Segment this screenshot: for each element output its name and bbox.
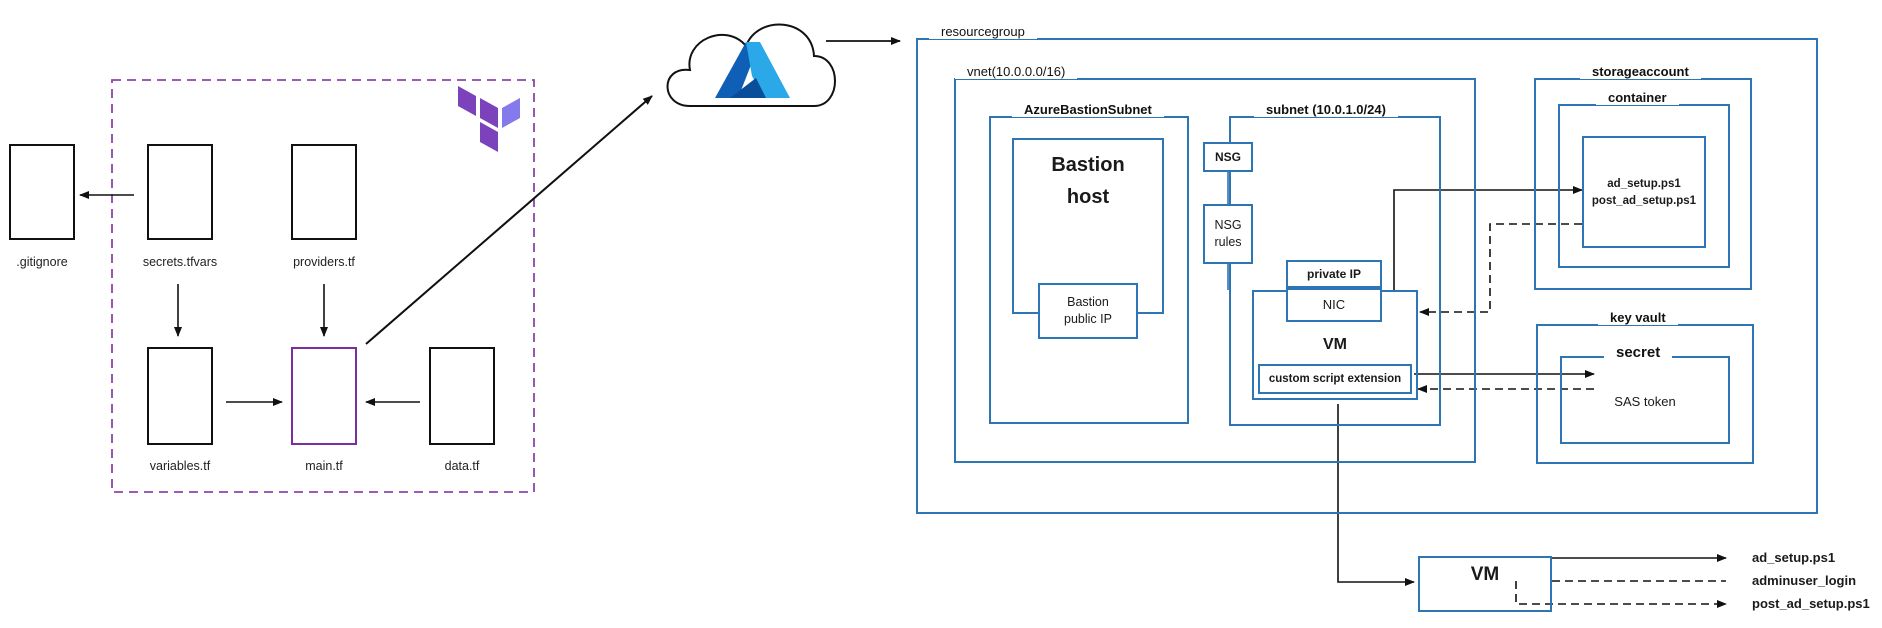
vnet-label: vnet(10.0.0.0/16) (955, 64, 1078, 79)
output-post-ad-setup: post_ad_setup.ps1 (1752, 596, 1870, 611)
bastion-ip-label-1: Bastion (1067, 294, 1109, 309)
container-box (1558, 104, 1730, 268)
secrets-file-icon (147, 144, 213, 240)
secret-label: secret (1604, 344, 1673, 361)
bastion-ip-label-2: public IP (1064, 312, 1112, 326)
bastion-host-label-2: host (1066, 186, 1110, 208)
output-ad-setup: ad_setup.ps1 (1752, 550, 1836, 565)
variables-label: variables.tf (149, 459, 211, 473)
custom-script-extension-box: custom script extension (1258, 364, 1412, 394)
arrow-main-to-azure (365, 95, 653, 345)
resourcegroup-box (916, 38, 1818, 514)
data-label: data.tf (444, 459, 480, 473)
storageaccount-label: storageaccount (1580, 64, 1701, 79)
arrow-nic-to-scripts (1393, 186, 1583, 290)
private-ip-label: private IP (1306, 266, 1362, 281)
nsg-rules-label-1: NSG (1214, 217, 1242, 232)
providers-file-icon (291, 144, 357, 240)
nsg-rules-label-2: rules (1214, 235, 1242, 249)
vm-output-box (1418, 556, 1552, 612)
resourcegroup-label: resourcegroup (929, 24, 1037, 39)
arrow-cse-to-vm (1337, 404, 1415, 586)
secrets-label: secrets.tfvars (142, 255, 218, 269)
terraform-project-boundary (111, 79, 535, 493)
gitignore-label: .gitignore (16, 255, 68, 269)
private-ip-box: private IP (1286, 260, 1382, 288)
main-file-icon (291, 347, 357, 445)
keyvault-box (1536, 324, 1754, 464)
bastion-host-label-1: Bastion (1051, 154, 1125, 176)
nsg-label: NSG (1214, 149, 1241, 164)
providers-label: providers.tf (293, 255, 355, 269)
main-label: main.tf (305, 459, 343, 473)
nsg-rules-box: NSG rules (1203, 204, 1253, 264)
variables-file-icon (147, 347, 213, 445)
arrow-scripts-to-nic (1419, 223, 1582, 316)
nsg-box: NSG (1203, 142, 1253, 172)
container-label: container (1596, 90, 1679, 105)
azure-cloud-icon (666, 23, 836, 107)
bastion-subnet-box (989, 116, 1189, 424)
nic-box: NIC (1286, 288, 1382, 322)
storageaccount-box (1534, 78, 1752, 290)
subnet-label: subnet (10.0.1.0/24) (1254, 102, 1398, 117)
scripts-box (1582, 136, 1706, 248)
vnet-box (954, 78, 1476, 463)
script2-label: post_ad_setup.ps1 (1591, 195, 1697, 207)
bastion-subnet-label: AzureBastionSubnet (1012, 102, 1164, 117)
vm-output-label: VM (1470, 564, 1500, 585)
vm-label: VM (1323, 336, 1347, 353)
keyvault-label: key vault (1598, 310, 1678, 325)
bastion-public-ip-box: Bastion public IP (1038, 283, 1138, 339)
nic-label: NIC (1322, 296, 1346, 312)
terraform-logo-icon (458, 86, 520, 152)
arrow-vm-to-post-ad-setup (1515, 581, 1727, 608)
sas-token-label: SAS token (1614, 394, 1676, 409)
output-adminuser-login: adminuser_login (1752, 573, 1857, 588)
subnet-box (1229, 116, 1441, 426)
data-file-icon (429, 347, 495, 445)
gitignore-file-icon (9, 144, 75, 240)
script1-label: ad_setup.ps1 (1607, 178, 1681, 190)
custom-script-label: custom script extension (1268, 372, 1402, 385)
